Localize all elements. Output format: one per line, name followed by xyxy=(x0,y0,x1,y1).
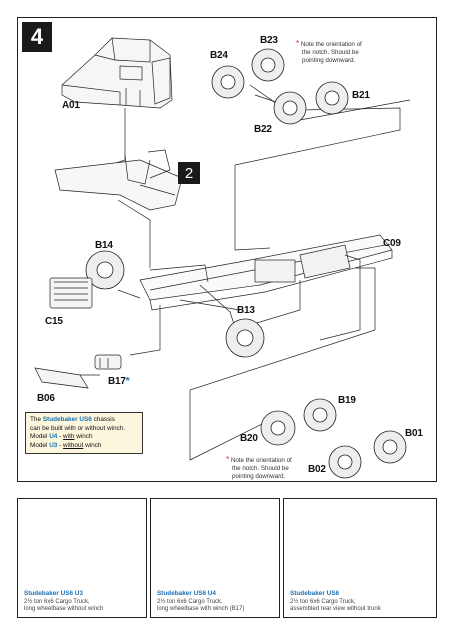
panel-line: 2½ ton 6x6 Cargo Truck, xyxy=(290,598,356,605)
label-b13: B13 xyxy=(237,305,255,316)
wheel-b01 xyxy=(373,430,407,464)
info-model-code: U4 xyxy=(49,433,58,441)
label-b20: B20 xyxy=(240,433,258,444)
info-text: Model xyxy=(30,433,50,441)
note-line: the notch. Should be xyxy=(232,465,289,472)
panel-u3: Studebaker US6 U3 2½ ton 6x6 Cargo Truck… xyxy=(17,498,147,618)
wheel-b24 xyxy=(211,65,245,99)
info-emphasis: with xyxy=(63,433,75,441)
label-c15: C15 xyxy=(45,316,63,327)
grille-part-c15 xyxy=(49,277,93,309)
wheel-b14 xyxy=(85,250,125,290)
wheel-b21 xyxy=(315,81,349,115)
note-line: the notch. Should be xyxy=(302,49,359,56)
cab-floor-part xyxy=(54,149,183,211)
note-star: * xyxy=(226,455,230,464)
wheel-b02 xyxy=(328,445,362,479)
info-emphasis: without xyxy=(63,441,84,449)
note-line: Note the orientation of xyxy=(230,457,292,464)
info-text: The xyxy=(30,416,43,423)
note-line: pointing downward. xyxy=(232,473,286,480)
panel-title: Studebaker US6 U3 xyxy=(24,590,83,598)
label-b19: B19 xyxy=(338,395,356,406)
info-text: winch xyxy=(83,441,102,449)
label-b24: B24 xyxy=(210,50,228,61)
info-text: - xyxy=(57,441,64,449)
label-b06: B06 xyxy=(37,393,55,404)
info-brand: Studebaker US6 xyxy=(42,416,92,423)
note-line: Note the orientation of xyxy=(300,41,362,48)
panel-caption: Studebaker US6 U4 2½ ton 6x6 Cargo Truck… xyxy=(157,590,244,613)
label-b23: B23 xyxy=(260,35,278,46)
wheel-b19 xyxy=(303,398,337,432)
winch-info-box: The Studebaker US6 chassis can be built … xyxy=(25,412,143,454)
label-b17: B17* xyxy=(108,376,130,387)
panel-caption: Studebaker US6 U3 2½ ton 6x6 Cargo Truck… xyxy=(24,590,103,613)
label-b02: B02 xyxy=(308,464,326,475)
panel-line: 2½ ton 6x6 Cargo Truck, xyxy=(157,598,223,605)
panel-title: Studebaker US6 xyxy=(290,590,340,598)
info-text: winch xyxy=(74,433,93,441)
label-b17-mark: * xyxy=(125,376,130,387)
substep-number: 2 xyxy=(184,164,194,182)
label-b01: B01 xyxy=(405,428,423,439)
note-line: pointing downward. xyxy=(302,57,356,64)
label-a01: A01 xyxy=(62,100,80,111)
chassis-frame xyxy=(139,234,393,331)
label-b21: B21 xyxy=(352,90,370,101)
info-text: can be built with or without winch. xyxy=(30,424,126,432)
panel-line: assembled rear view without trunk xyxy=(290,605,381,612)
label-b22: B22 xyxy=(254,124,272,135)
label-c09: C09 xyxy=(383,238,401,249)
panel-line: 2½ ton 6x6 Cargo Truck, xyxy=(24,598,90,605)
panel-title: Studebaker US6 U4 xyxy=(157,590,216,598)
cab-part-a01 xyxy=(61,37,173,109)
info-text: Model xyxy=(30,441,50,449)
info-text: chassis xyxy=(91,416,115,423)
label-b17-text: B17 xyxy=(108,376,126,387)
wheel-b23 xyxy=(251,48,285,82)
panel-line: long wheelbase with winch (B17) xyxy=(157,605,245,612)
info-text: - xyxy=(57,433,64,441)
panel-u4: Studebaker US6 U4 2½ ton 6x6 Cargo Truck… xyxy=(150,498,280,618)
info-model-code: U3 xyxy=(49,441,58,449)
panel-caption: Studebaker US6 2½ ton 6x6 Cargo Truck, a… xyxy=(290,590,381,613)
bumper-part-b06 xyxy=(34,367,89,389)
substep-badge: 2 xyxy=(178,162,200,184)
wheel-b20 xyxy=(260,410,296,446)
wheel-b13 xyxy=(225,318,265,358)
step-number: 4 xyxy=(30,24,44,49)
wheel-b22 xyxy=(273,91,307,125)
note-star: * xyxy=(296,39,300,48)
note-bottom: * Note the orientation of the notch. Sho… xyxy=(226,456,292,481)
label-b14: B14 xyxy=(95,240,113,251)
step-number-badge: 4 xyxy=(22,22,52,52)
note-top: * Note the orientation of the notch. Sho… xyxy=(296,40,362,65)
panel-rear-view: Studebaker US6 2½ ton 6x6 Cargo Truck, a… xyxy=(283,498,437,618)
panel-line: long wheelbase without winch xyxy=(24,605,104,612)
